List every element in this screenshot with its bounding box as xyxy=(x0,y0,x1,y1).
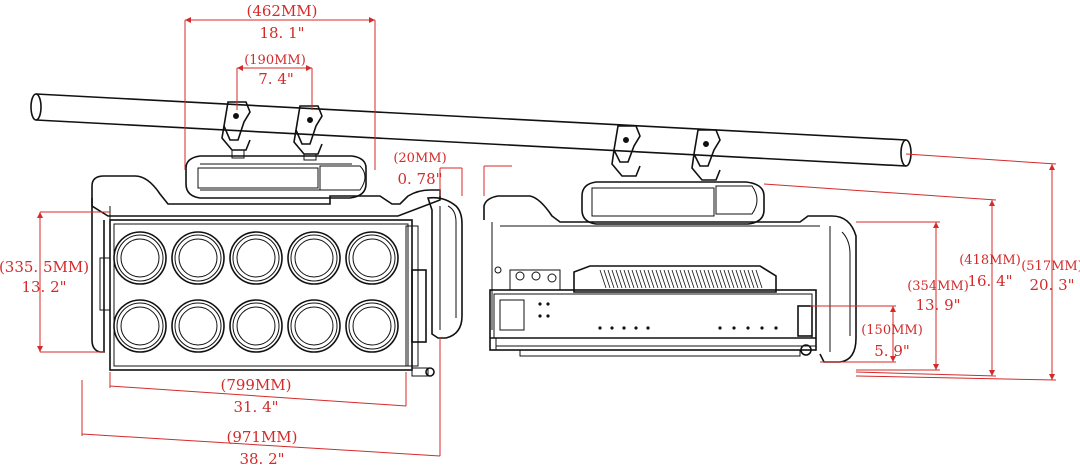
lens xyxy=(229,299,283,353)
lens xyxy=(287,231,341,285)
dim-799-mm: (799MM) xyxy=(220,376,291,394)
lens xyxy=(287,299,341,353)
dim-354-inch: 13. 9" xyxy=(915,296,960,314)
side-body xyxy=(489,289,817,351)
front-clamp-left xyxy=(221,101,251,159)
heat-sink-fins xyxy=(599,269,763,289)
front-view xyxy=(91,101,463,377)
side-clamp-left xyxy=(611,125,641,177)
lens-array xyxy=(113,231,399,353)
dim-799-inch: 31. 4" xyxy=(233,398,278,416)
front-yoke-right xyxy=(426,196,463,339)
dim-418-inch: 16. 4" xyxy=(967,272,1012,290)
vent-holes xyxy=(538,302,778,330)
dim-150-inch: 5. 9" xyxy=(874,342,910,360)
front-yoke-left xyxy=(91,175,441,217)
front-clamp-right xyxy=(293,105,323,161)
lens xyxy=(345,299,399,353)
dim-335-mm: (335. 5MM) xyxy=(0,258,89,276)
dim-190-inch: 7. 4" xyxy=(258,70,294,88)
dimension-lines xyxy=(37,17,1057,457)
dim-971-inch: 38. 2" xyxy=(239,450,284,468)
front-base-unit xyxy=(185,155,367,199)
dim-971-mm: (971MM) xyxy=(226,428,297,446)
lens xyxy=(171,299,225,353)
lens xyxy=(113,299,167,353)
side-base-unit xyxy=(581,181,765,225)
lens xyxy=(345,231,399,285)
dim-190-mm: (190MM) xyxy=(244,53,306,68)
side-view xyxy=(483,125,857,363)
dim-354-mm: (354MM) xyxy=(907,279,969,294)
dim-150-mm: (150MM) xyxy=(861,323,923,338)
heat-sink xyxy=(573,265,777,293)
lens xyxy=(171,231,225,285)
dim-517-inch: 20. 3" xyxy=(1029,276,1074,294)
truss-pipe xyxy=(30,93,912,167)
lens xyxy=(229,231,283,285)
dim-418-mm: (418MM) xyxy=(959,253,1021,268)
side-yoke xyxy=(483,195,857,363)
dim-20-inch: 0. 78" xyxy=(397,170,442,188)
side-clamp-right xyxy=(691,129,721,181)
lens xyxy=(113,231,167,285)
dim-335-inch: 13. 2" xyxy=(21,278,66,296)
dim-20-mm: (20MM) xyxy=(393,151,446,166)
dim-462-mm: (462MM) xyxy=(246,2,317,20)
dim-517-mm: (517MM) xyxy=(1021,259,1080,274)
dim-462-inch: 18. 1" xyxy=(259,24,304,42)
